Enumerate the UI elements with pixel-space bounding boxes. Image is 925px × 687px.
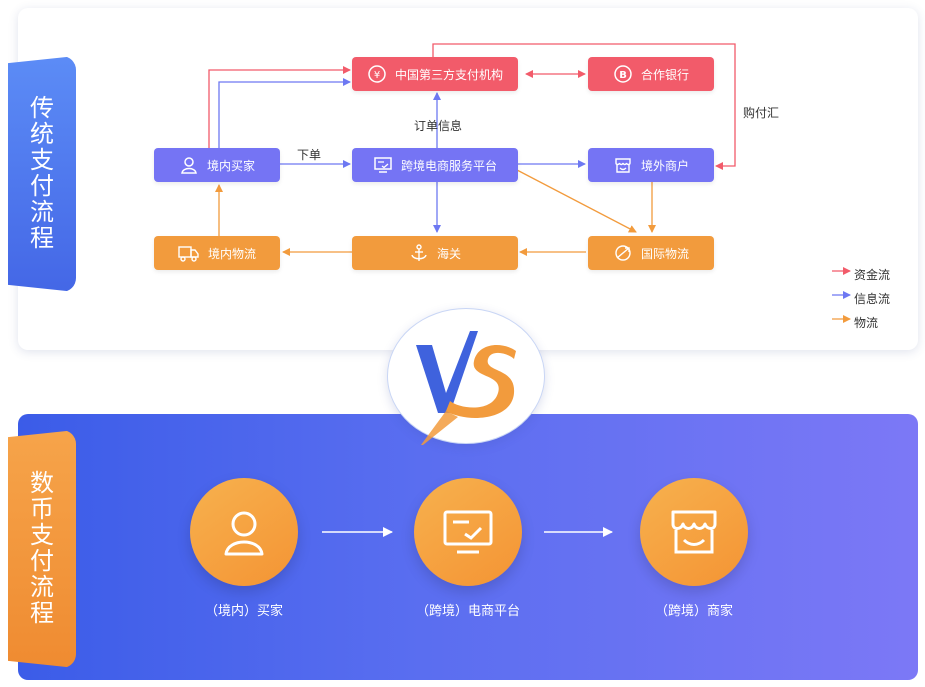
ecommerce-platform-node: 跨境电商服务平台 bbox=[352, 148, 518, 182]
plane-globe-icon bbox=[615, 245, 631, 261]
digital-buyer-label: （境内）买家 bbox=[204, 604, 283, 619]
vs-badge bbox=[387, 308, 545, 445]
digital-merchant-label: （跨境）商家 bbox=[654, 604, 733, 619]
fund-flow-buyer-to-payment bbox=[208, 66, 351, 148]
digital-platform-label: （跨境）电商平台 bbox=[415, 604, 520, 619]
store-icon bbox=[671, 510, 717, 554]
digital-flow-title: 数币支付流程 bbox=[30, 469, 54, 627]
digital-buyer-circle bbox=[190, 478, 298, 586]
info-flow-buyer-to-payment bbox=[218, 78, 351, 148]
anchor-icon bbox=[411, 244, 427, 261]
store-icon bbox=[615, 158, 631, 173]
partner-bank-label: 合作银行 bbox=[640, 67, 689, 82]
customs-label: 海关 bbox=[436, 246, 461, 261]
yuan-cycle-icon: ¥ bbox=[368, 65, 386, 83]
monitor-icon bbox=[374, 157, 392, 173]
user-icon bbox=[224, 511, 264, 556]
third-party-payment-node: ¥ 中国第三方支付机构 bbox=[352, 57, 518, 91]
customs-node: 海关 bbox=[352, 236, 518, 270]
logistics-platform-to-intl bbox=[516, 169, 637, 233]
purchase-fx-label: 购付汇 bbox=[743, 106, 780, 120]
international-logistics-node: 国际物流 bbox=[588, 236, 714, 270]
domestic-buyer-label: 境内买家 bbox=[206, 158, 255, 173]
digital-platform-circle bbox=[414, 478, 522, 586]
digital-merchant-circle bbox=[640, 478, 748, 586]
overseas-merchant-label: 境外商户 bbox=[640, 158, 689, 173]
overseas-merchant-node: 境外商户 bbox=[588, 148, 714, 182]
svg-text:B: B bbox=[619, 70, 627, 81]
domestic-buyer-node: 境内买家 bbox=[154, 148, 280, 182]
partner-bank-node: B 合作银行 bbox=[588, 57, 714, 91]
third-party-payment-label: 中国第三方支付机构 bbox=[394, 67, 503, 82]
fund-flow-payment-to-merchant bbox=[432, 43, 736, 170]
order-info-label: 订单信息 bbox=[414, 119, 463, 133]
ecommerce-platform-label: 跨境电商服务平台 bbox=[400, 158, 497, 173]
bank-b-icon: B bbox=[614, 65, 632, 83]
vs-logo-icon bbox=[416, 331, 516, 445]
domestic-logistics-node: 境内物流 bbox=[154, 236, 280, 270]
digital-flow-tab: 数币支付流程 bbox=[8, 430, 76, 668]
traditional-flow-tab: 传统支付流程 bbox=[8, 56, 76, 292]
user-icon bbox=[181, 157, 197, 174]
traditional-flow-title: 传统支付流程 bbox=[30, 94, 54, 252]
legend-fund-flow: 资金流 bbox=[854, 267, 891, 282]
legend-info-flow: 信息流 bbox=[854, 291, 891, 306]
truck-icon bbox=[178, 246, 199, 262]
legend-logistics: 物流 bbox=[854, 315, 879, 330]
svg-text:¥: ¥ bbox=[374, 70, 380, 81]
legend: 资金流 信息流 物流 bbox=[830, 262, 890, 334]
monitor-icon bbox=[443, 510, 493, 554]
place-order-label: 下单 bbox=[297, 148, 322, 162]
domestic-logistics-label: 境内物流 bbox=[207, 246, 256, 261]
international-logistics-label: 国际物流 bbox=[640, 246, 689, 261]
